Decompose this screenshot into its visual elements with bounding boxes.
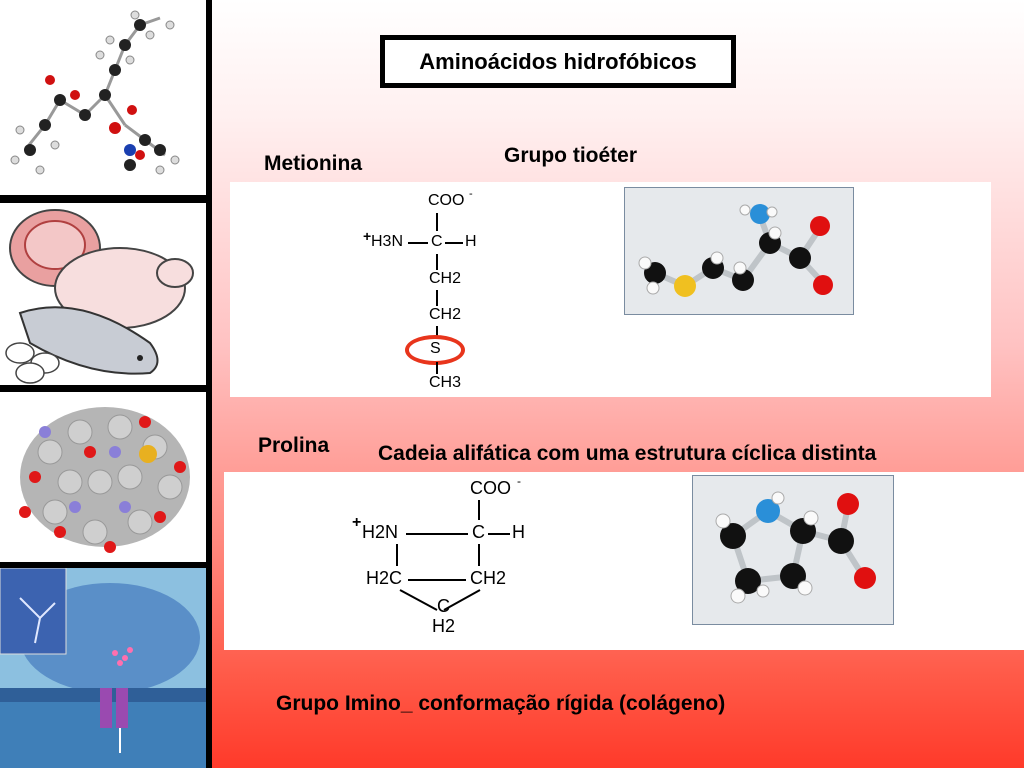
proline-3d-model-photo (692, 475, 894, 625)
hydrogen-label: H (465, 233, 477, 250)
thioether-highlight-ring (405, 335, 465, 365)
methionine-formula: COO - + H3N C H CH2 CH2 S CH3 (363, 188, 477, 391)
carboxylate-label: COO (428, 192, 465, 209)
methionine-name: Metionina (264, 152, 362, 175)
ch2-label-2: CH2 (429, 306, 462, 323)
ch2-label-1: CH2 (429, 270, 462, 287)
h2c-label: H2C (366, 568, 403, 588)
alpha-carbon-label: C (431, 233, 443, 250)
amine-label: H3N (371, 233, 404, 250)
ch3-label: CH3 (429, 374, 462, 391)
protein-food-illustration (0, 203, 206, 385)
thioether-group-label: Grupo tioéter (504, 144, 638, 167)
imino-group-note: Grupo Imino_ conformação rígida (colágen… (276, 692, 726, 715)
ring-carbon-label: C (437, 596, 450, 616)
proline-formula: COO - + H2N C H H2C CH2 C H2 (352, 474, 525, 636)
sidebar-divider (206, 0, 212, 768)
image-sidebar (0, 0, 215, 768)
alpha-carbon-label: C (472, 522, 485, 542)
ch2-label: CH2 (470, 568, 507, 588)
amine-label: H2N (362, 522, 399, 542)
protein-space-filling-image (0, 392, 206, 562)
methionine-structure-panel: COO - + H3N C H CH2 CH2 S CH3 (230, 182, 991, 397)
proline-structure-panel: COO - + H2N C H H2C CH2 C H2 (224, 472, 1024, 650)
proline-name: Prolina (258, 434, 330, 457)
carboxylate-label: COO (470, 478, 512, 498)
hydrogen-label: H (512, 522, 525, 542)
page-title: Aminoácidos hidrofóbicos (380, 35, 736, 88)
aliphatic-chain-label: Cadeia alifática com uma estrutura cícli… (378, 442, 877, 465)
methionine-3d-model-photo (624, 187, 854, 315)
sulfur-label: S (430, 340, 441, 357)
ring-h2-label: H2 (432, 616, 456, 636)
page-title-text: Aminoácidos hidrofóbicos (419, 48, 697, 74)
molecule-model-image (0, 0, 206, 195)
cell-membrane-illustration (0, 568, 206, 768)
